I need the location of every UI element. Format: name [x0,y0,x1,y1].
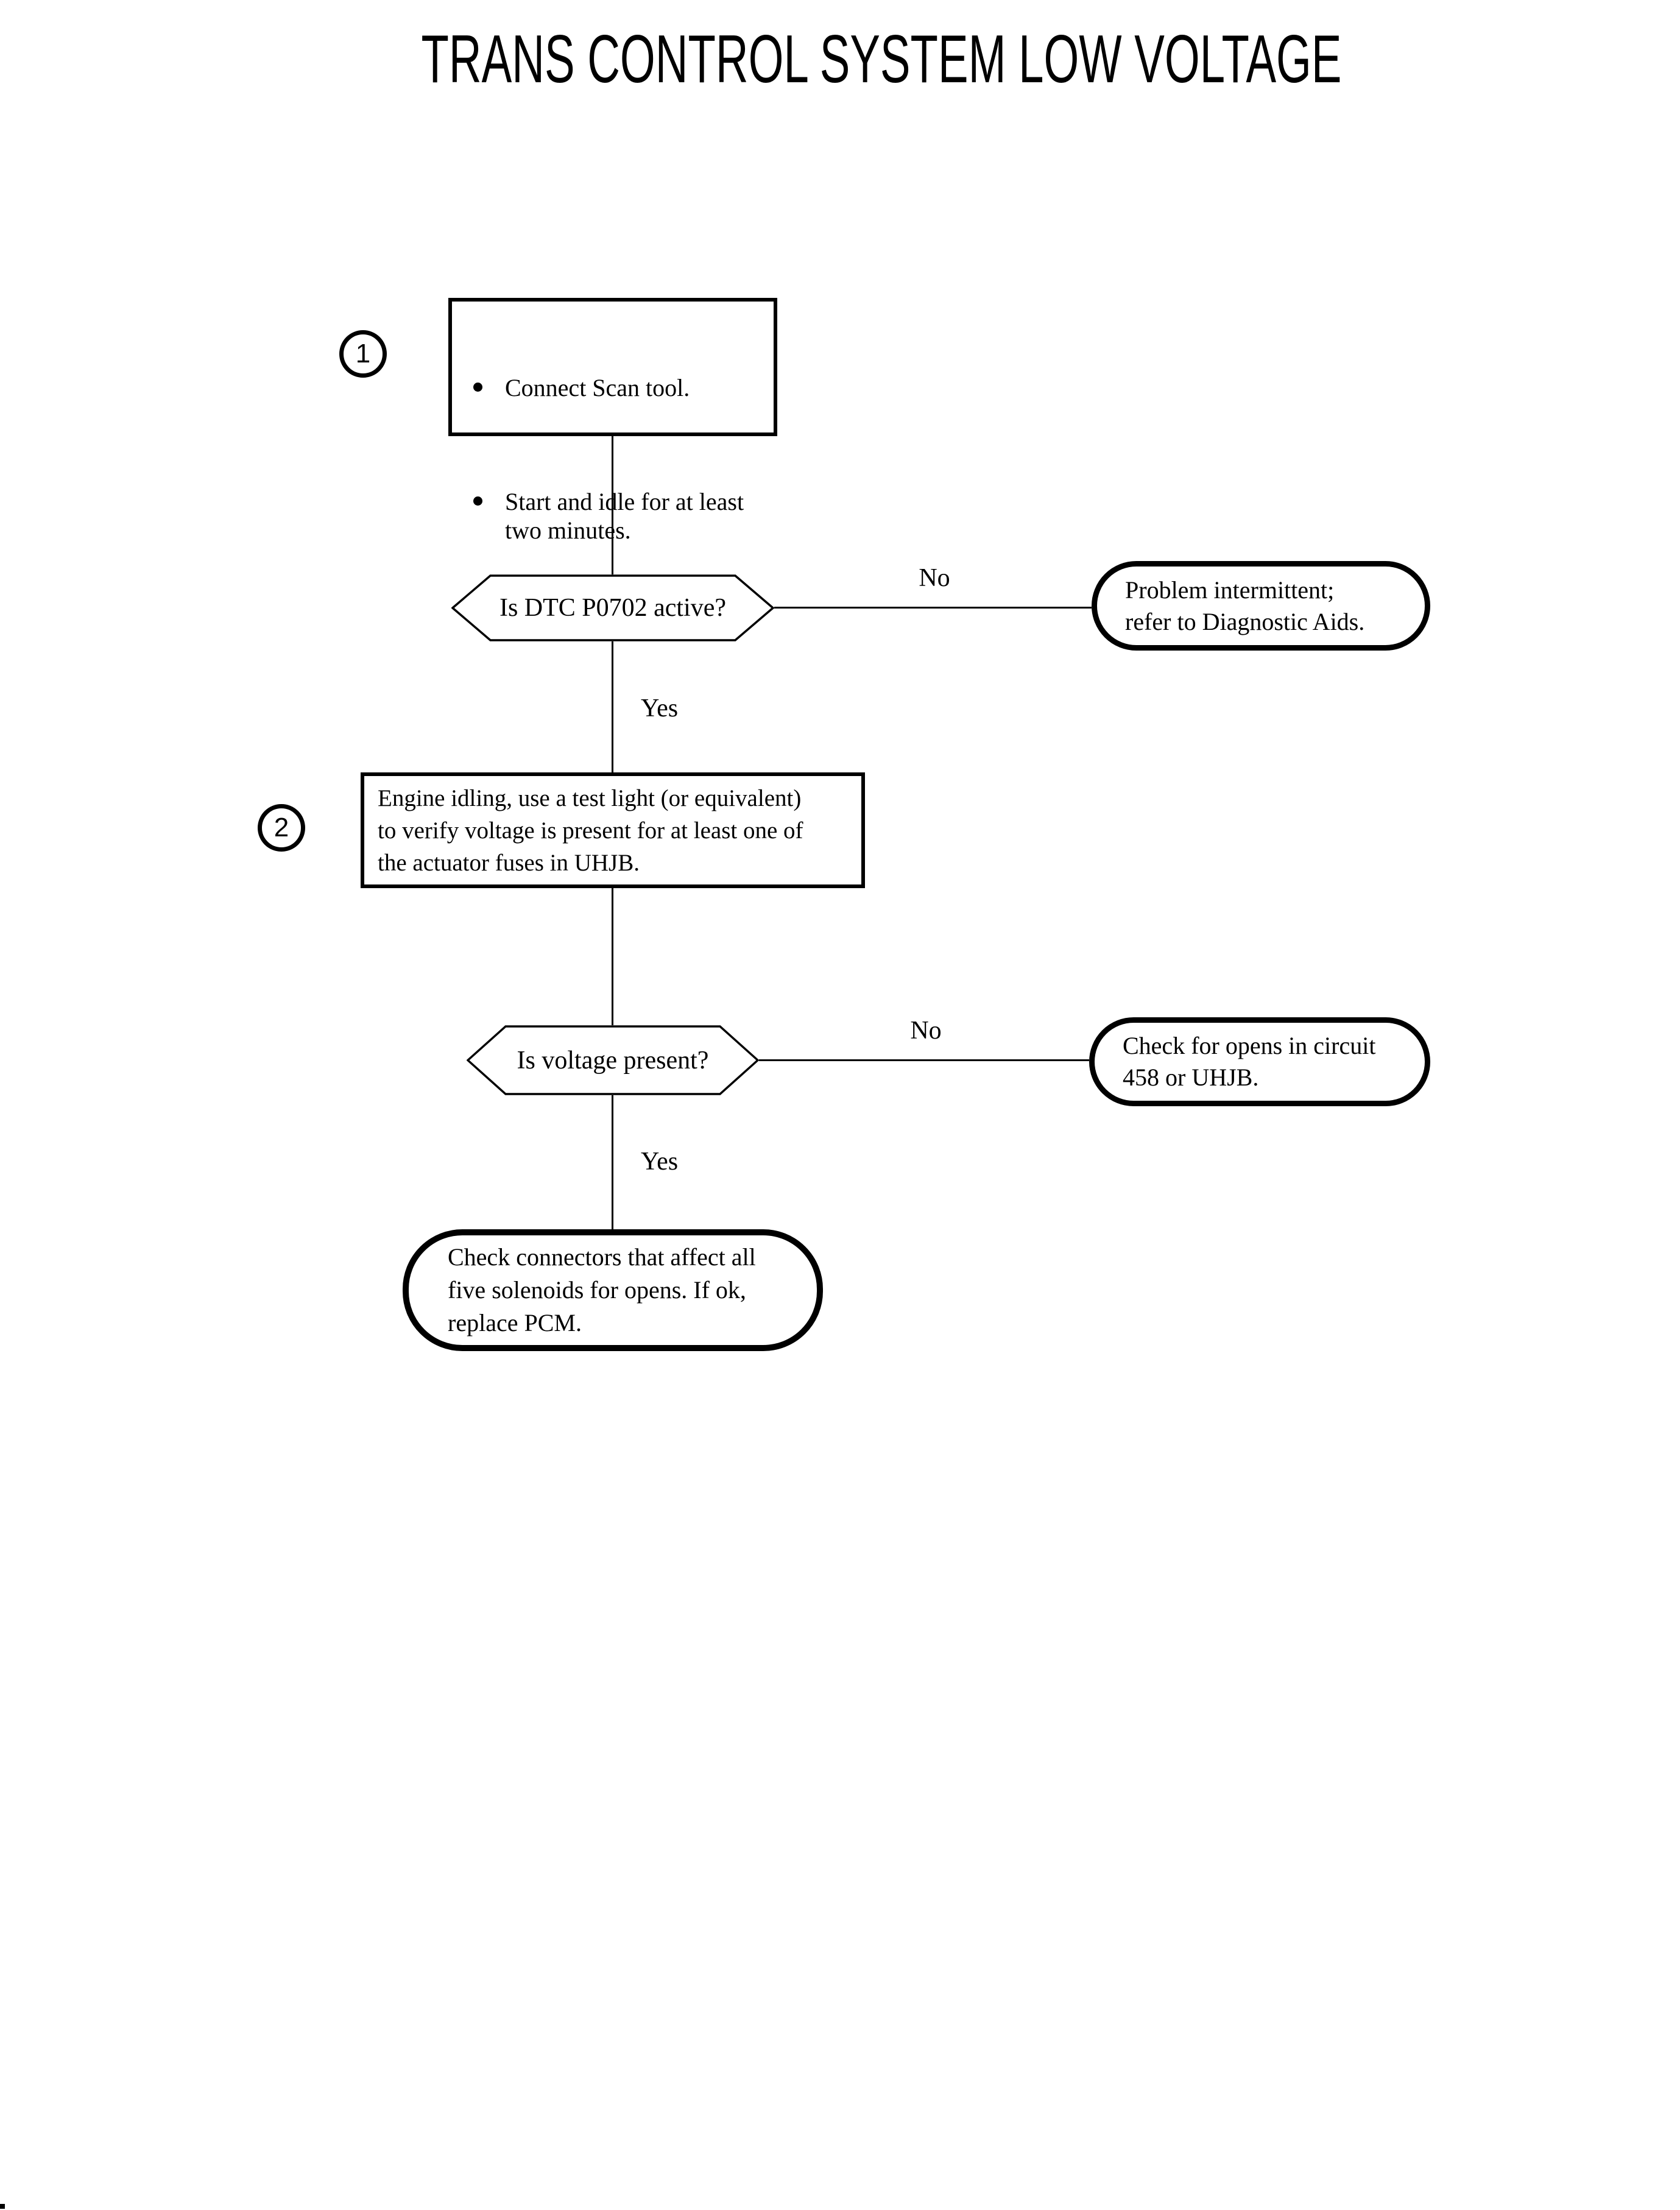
result2-node: Check for opens in circuit 458 or UHJB. [1089,1017,1430,1106]
hexagon-shape [467,1025,759,1095]
hexagon-shape [451,574,774,641]
decision1-yes-label: Yes [641,694,679,722]
step2-text: Engine idling, use a test light (or equi… [378,785,803,876]
connector-decision2-no [759,1059,1089,1061]
scan-artifact-mark [0,2204,5,2209]
terminal-node: Check connectors that affect all five so… [403,1229,823,1351]
bullet-icon [473,496,482,506]
connector-start-to-decision1 [612,436,613,574]
step2-marker-circle: 2 [258,804,305,852]
decision2-hexagon: Is voltage present? [467,1025,759,1095]
connector-decision1-no [774,607,1092,609]
bullet-text: Connect Scan tool. [505,374,690,401]
step1-marker-circle: 1 [339,330,387,378]
step2-marker-label: 2 [274,813,289,842]
bullet-item: Start and idle for at least two minutes. [473,487,769,545]
decision2-yes-label: Yes [641,1148,679,1176]
terminal-text: Check connectors that affect all five so… [448,1243,756,1336]
decision1-hexagon: Is DTC P0702 active? [451,574,774,641]
decision2-question: Is voltage present? [517,1046,709,1075]
connector-decision1-to-step2 [612,641,613,772]
result2-text: Check for opens in circuit 458 or UHJB. [1123,1032,1376,1091]
decision1-question: Is DTC P0702 active? [499,594,727,622]
start-node: Connect Scan tool. Start and idle for at… [448,298,777,544]
bullet-text: Start and idle for at least two minutes. [505,488,744,544]
step1-marker-label: 1 [355,339,371,369]
bullet-item: Connect Scan tool. [473,373,769,402]
decision1-no-label: No [919,564,950,592]
decision2-no-label: No [910,1017,942,1045]
connector-step2-to-decision2 [612,888,613,1025]
bullet-icon [473,383,482,392]
result1-node: Problem intermittent; refer to Diagnosti… [1092,561,1430,651]
step2-node: Engine idling, use a test light (or equi… [361,772,865,888]
connector-decision2-to-terminal [612,1095,613,1229]
result1-text: Problem intermittent; refer to Diagnosti… [1125,576,1365,635]
page-title: TRANS CONTROL SYSTEM LOW VOLTAGE [421,21,1342,97]
